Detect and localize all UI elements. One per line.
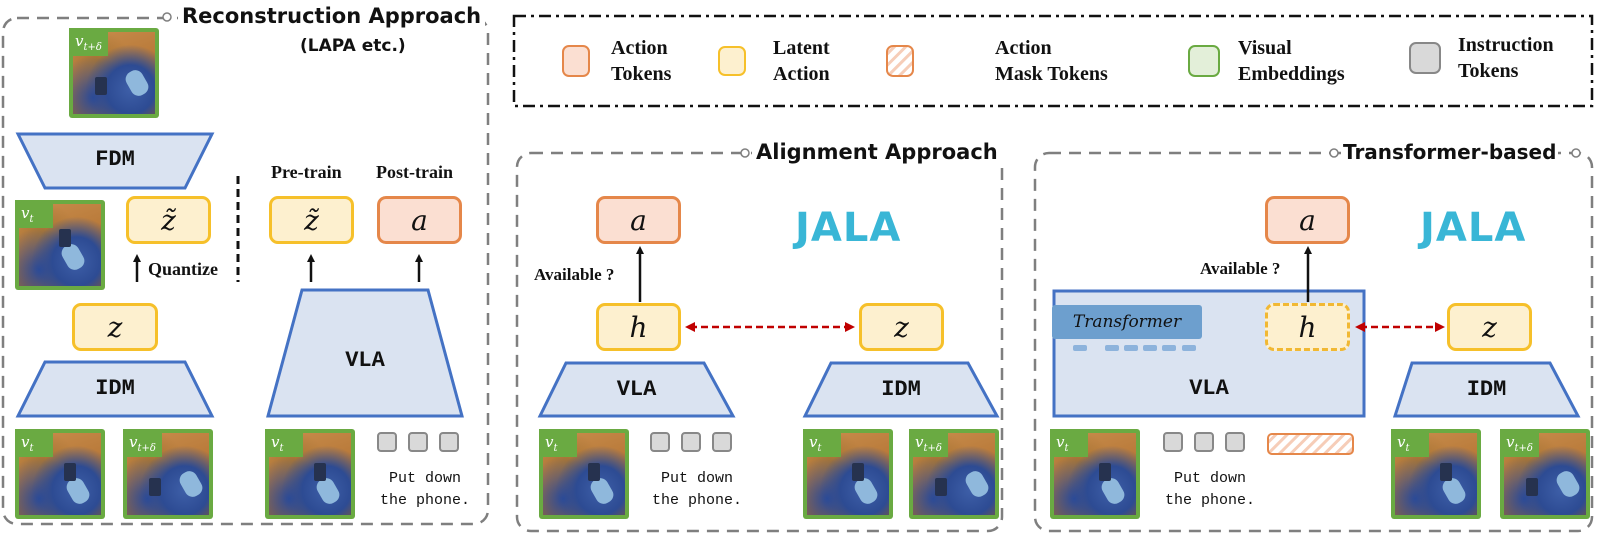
legend-label-visual: Visual Embeddings <box>1238 37 1345 85</box>
legend-swatch-mask <box>886 45 914 77</box>
instruction-token <box>681 432 701 452</box>
transformer-idm-label: IDM <box>1466 377 1507 402</box>
transformer-instruction-text: Put down the phone. <box>1164 470 1255 509</box>
alignment-instruction-text: Put down the phone. <box>651 470 742 509</box>
idm-input-frame-vt: vt <box>15 429 105 519</box>
frame-label: vt+δ <box>69 28 108 56</box>
transformer-vla-label: VLA <box>1189 376 1229 401</box>
transformer-action-token: a <box>1265 196 1350 244</box>
vla-module <box>266 288 464 418</box>
instruction-token <box>1163 432 1183 452</box>
reconstruction-title: Reconstruction Approach <box>178 4 486 28</box>
instruction-token <box>408 432 428 452</box>
alignment-z-token: z <box>859 303 944 351</box>
posttrain-action-token: a <box>377 196 462 244</box>
frame-label: vt+δ <box>123 429 162 457</box>
instruction-token <box>650 432 670 452</box>
transformer-title: Transformer-based <box>1341 140 1559 164</box>
frame-label: vt <box>803 429 841 457</box>
jala-logo: JALA <box>1420 205 1527 251</box>
jala-logo: JALA <box>795 205 902 251</box>
transformer-idm-module <box>1392 361 1581 418</box>
transformer-vla-frame-vt: vt <box>1050 429 1140 519</box>
quantize-label: Quantize <box>148 259 218 279</box>
instruction-token <box>1225 432 1245 452</box>
frame-label: vt+δ <box>1500 429 1539 457</box>
legend-swatch-instruction <box>1409 42 1441 74</box>
legend-swatch-visual <box>1188 45 1220 77</box>
alignment-idm-module <box>802 361 1000 418</box>
posttrain-label: Post-train <box>376 162 453 182</box>
instruction-token <box>712 432 732 452</box>
transformer-section-border <box>1033 151 1594 533</box>
transformer-z-token: z <box>1447 303 1532 351</box>
alignment-available-label: Available ? <box>534 265 615 284</box>
transformer-idm-frame-vt-delta: vt+δ <box>1500 429 1590 519</box>
pretrain-latent-token: z̃ <box>269 196 354 244</box>
visual-frame-vt: vt <box>15 200 105 290</box>
alignment-idm-frame-vt-delta: vt+δ <box>909 429 999 519</box>
transformer-token-row-bottom <box>1073 345 1196 351</box>
frame-label: vt <box>15 429 53 457</box>
legend-label-action: Action Tokens <box>611 37 672 85</box>
fdm-label: FDM <box>95 147 135 172</box>
transformer-block: Transformer <box>1052 305 1202 339</box>
reconstruction-subtitle: (LAPA etc.) <box>300 36 406 56</box>
transformer-available-label: Available ? <box>1200 259 1281 278</box>
instruction-token <box>1194 432 1214 452</box>
idm-input-frame-vt-delta: vt+δ <box>123 429 213 519</box>
frame-label: vt+δ <box>909 429 948 457</box>
quantized-latent-token: z̃ <box>126 196 211 244</box>
legend-border <box>512 14 1594 108</box>
action-mask-token <box>1267 433 1354 455</box>
fdm-module <box>15 132 215 190</box>
alignment-idm-frame-vt: vt <box>803 429 893 519</box>
alignment-title: Alignment Approach <box>752 140 1002 164</box>
latent-token-z: z <box>72 303 158 351</box>
frame-label: vt <box>1050 429 1088 457</box>
vla-label: VLA <box>345 348 385 373</box>
idm-label: IDM <box>95 376 135 401</box>
frame-label: vt <box>1391 429 1429 457</box>
legend-swatch-action <box>562 45 590 77</box>
alignment-vla-module <box>537 361 736 418</box>
transformer-h-token: h <box>1265 303 1350 351</box>
pretrain-label: Pre-train <box>271 162 342 182</box>
visual-frame-vt-delta: vt+δ <box>69 28 159 118</box>
alignment-idm-label: IDM <box>881 377 921 402</box>
alignment-vla-label: VLA <box>616 377 657 402</box>
idm-module <box>15 360 215 418</box>
legend-label-latent: Latent Action <box>773 37 830 85</box>
instruction-token <box>439 432 459 452</box>
legend-label-mask: Action Mask Tokens <box>995 37 1108 85</box>
frame-label: vt <box>539 429 577 457</box>
frame-label: vt <box>15 200 53 228</box>
legend-label-instruction: Instruction Tokens <box>1458 34 1554 82</box>
legend-swatch-latent <box>718 46 746 76</box>
instruction-token <box>377 432 397 452</box>
vla-input-frame-vt: vt <box>265 429 355 519</box>
alignment-vla-frame-vt: vt <box>539 429 629 519</box>
instruction-text: Put down the phone. <box>379 470 470 509</box>
transformer-idm-frame-vt: vt <box>1391 429 1481 519</box>
alignment-action-token: a <box>596 196 681 244</box>
alignment-h-token: h <box>596 303 681 351</box>
frame-label: vt <box>265 429 303 457</box>
